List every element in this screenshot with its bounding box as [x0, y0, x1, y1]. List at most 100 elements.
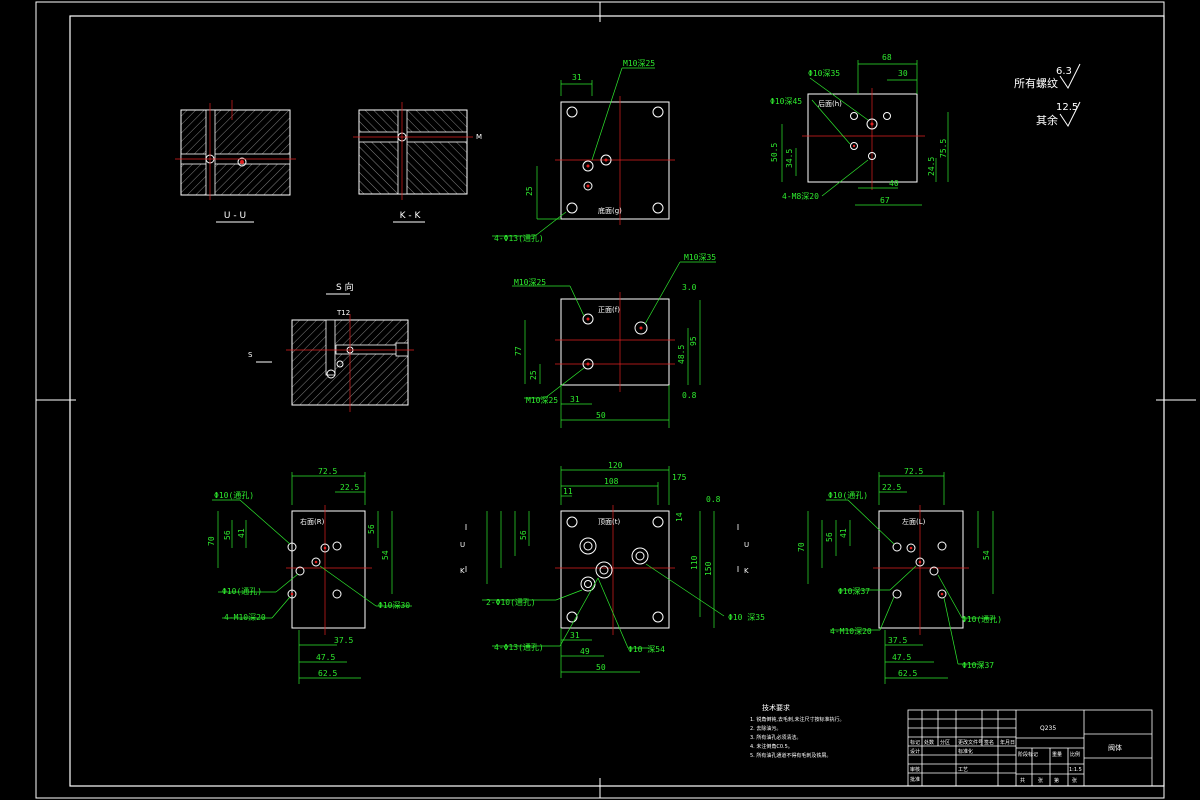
title-material: Q235 [1040, 725, 1056, 732]
notes-line-2: 3. 所有油孔必须清洁。 [750, 734, 801, 741]
top-dim-14: 49 [580, 647, 590, 656]
left-dim-1: 22.5 [882, 483, 901, 492]
top-dim-8: 150 [704, 561, 713, 576]
title-label-1: 处数 [924, 739, 934, 746]
title-bottom-2: 第 [1054, 777, 1059, 784]
title-label-3: 更改文件号 [958, 739, 983, 746]
right-dim-3: 41 [237, 528, 246, 538]
title-bottom-1: 张 [1038, 777, 1043, 784]
notes-line-3: 4. 未注倒角C0.5。 [750, 743, 793, 750]
right-dim-2: Φ10(通孔) [214, 490, 254, 500]
marker-k-right: K [744, 567, 749, 575]
front-dim-1: M10深35 [684, 253, 716, 262]
title-row2-1: 标准化 [958, 748, 973, 755]
left-dim-3: 41 [839, 528, 848, 538]
section-uu-label: U - U [224, 211, 246, 221]
front-dim-3: 0.8 [682, 391, 697, 400]
title-label-0: 标记 [910, 739, 920, 746]
left-dim-4: 56 [825, 532, 834, 542]
top-dim-11: 4-Φ13(通孔) [494, 642, 544, 652]
right-dim-5: 70 [207, 536, 216, 546]
front-dim-2: M10深25 [526, 396, 558, 405]
front-dim-9: 50 [596, 411, 606, 420]
front-dim-8: 31 [570, 395, 580, 404]
s-view-label: S 向 [336, 281, 354, 293]
section-kk: M K - K [353, 102, 482, 223]
right-dim-8: Φ10(通孔) [222, 586, 262, 596]
left-dim-9: Φ10(通孔) [962, 614, 1002, 624]
right-dim-10: Φ10深30 [378, 601, 410, 610]
right-dim-9: 4-M10深20 [224, 613, 266, 622]
section-kk-label: K - K [400, 211, 422, 221]
rear-dim-1: 30 [898, 69, 908, 78]
notes-title: 技术要求 [762, 703, 790, 712]
front-dim-7: 25 [529, 370, 538, 380]
front-dim-0: M10深25 [514, 278, 546, 287]
top-dim-4: 0.8 [706, 495, 721, 504]
left-dim-2: Φ10(通孔) [828, 490, 868, 500]
rear-dim-9: 40 [889, 179, 899, 188]
rear-dim-5: 50.5 [770, 143, 779, 162]
front-dim-6: 48.5 [677, 345, 686, 364]
s-view-t12: T12 [336, 309, 350, 317]
rear-face-name: 后面(h) [818, 99, 842, 108]
roughness-symbol-icon [1059, 63, 1081, 89]
top-dim-7: 110 [690, 555, 699, 570]
rear-dim-10: 67 [880, 196, 890, 205]
top-dim-5: 14 [675, 512, 684, 522]
roughness-rest-value: 12.5 [1056, 102, 1078, 113]
section-markers [465, 524, 739, 572]
bottom-dim-1: M10深25 [623, 59, 655, 68]
title-row2-3: 重量 [1052, 751, 1062, 758]
bottom-dim-2: 4-Φ13(通孔) [494, 233, 544, 243]
right-dim-7: 56 [367, 524, 376, 534]
title-row2-4: 比例 [1070, 751, 1080, 758]
bottom-dim-3: 25 [525, 186, 534, 196]
rear-dim-7: 75.5 [939, 139, 948, 158]
right-dim-12: 47.5 [316, 653, 335, 662]
left-dim-6: 54 [982, 550, 991, 560]
front-face-name: 正面(f) [598, 306, 620, 314]
title-bottom-0: 共 [1020, 777, 1025, 784]
section-uu: U - U [175, 100, 296, 223]
title-row3-1: 工艺 [958, 767, 968, 773]
roughness-all-label: 所有螺纹 [1014, 76, 1058, 90]
rear-dim-0: 68 [882, 53, 892, 62]
top-dim-6: 56 [519, 530, 528, 540]
title-label-5: 年月日 [1000, 739, 1015, 746]
roughness-notes: 所有螺纹 6.3 其余 12.5 [1014, 63, 1081, 127]
front-dim-10: 95 [689, 336, 698, 346]
left-dim-0: 72.5 [904, 467, 923, 476]
right-dim-13: 62.5 [318, 669, 337, 678]
right-dim-1: 22.5 [340, 483, 359, 492]
left-dim-10: Φ10深37 [962, 661, 994, 670]
top-dim-2: 175 [672, 473, 687, 482]
top-dim-1: 108 [604, 477, 619, 486]
left-dim-12: 47.5 [892, 653, 911, 662]
left-dim-7: Φ10深37 [838, 587, 870, 596]
marker-k-left: K [460, 567, 465, 575]
notes-line-0: 1. 锐角倒钝,去毛刺,未注尺寸按标准执行。 [750, 716, 845, 723]
view-bottom-face: 31 M10深25 4-Φ13(通孔) 25 底面(g) [492, 59, 675, 243]
title-label-4: 签名 [984, 739, 994, 746]
view-right-face: 72.5 22.5 Φ10(通孔) 41 56 70 54 56 Φ10(通孔)… [207, 467, 412, 684]
roughness-symbol-icon-2 [1059, 101, 1081, 127]
title-label-2: 分区 [940, 739, 950, 746]
title-row3-2: 批准 [910, 776, 920, 783]
top-dim-12: Φ10 深54 [628, 645, 665, 654]
roughness-rest-label: 其余 [1036, 113, 1058, 127]
left-dim-8: 4-M10深20 [830, 627, 872, 636]
left-dim-13: 62.5 [898, 669, 917, 678]
bottom-face-name: 底面(g) [598, 206, 622, 215]
left-dim-11: 37.5 [888, 636, 907, 645]
top-dim-13: 31 [570, 631, 580, 640]
front-dim-5: 77 [514, 346, 523, 356]
title-row2-2: 阶段标记 [1018, 751, 1038, 758]
left-dim-5: 70 [797, 542, 806, 552]
view-top-face: U K U K 120 108 175 11 0.8 14 56 110 150… [460, 461, 765, 678]
top-dim-10: Φ10 深35 [728, 613, 765, 622]
right-dim-6: 54 [381, 550, 390, 560]
rear-dim-3: Φ10深45 [770, 97, 802, 106]
title-block [907, 709, 1153, 787]
